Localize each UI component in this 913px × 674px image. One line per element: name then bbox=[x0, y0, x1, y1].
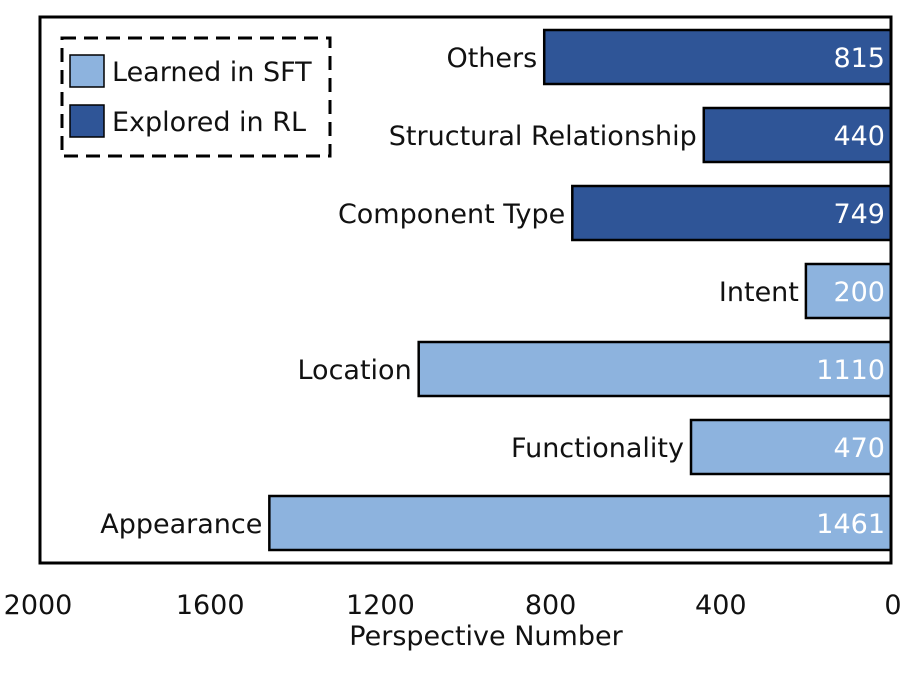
x-tick-label-1600: 1600 bbox=[176, 590, 245, 621]
x-tick-label-1200: 1200 bbox=[346, 590, 415, 621]
plot-frame bbox=[38, 15, 893, 565]
x-tick-label-800: 800 bbox=[525, 590, 577, 621]
bars-layer: 1461 Appearance 470 Functionality 1110 Locati… bbox=[100, 28, 893, 552]
category-label-component-type: Component Type bbox=[338, 199, 565, 230]
legend-label-learned-in-sft: Learned in SFT bbox=[112, 57, 312, 88]
category-label-structural-relationship: Structural Relationship bbox=[389, 121, 697, 152]
bar-location bbox=[417, 340, 893, 398]
value-label-component-type: 749 bbox=[833, 199, 885, 230]
x-tick-label-0: 0 bbox=[884, 590, 901, 621]
legend-swatch-learned-in-sft bbox=[69, 54, 105, 88]
legend-swatch-explored-in-rl bbox=[69, 104, 105, 138]
category-label-functionality: Functionality bbox=[511, 433, 684, 464]
value-label-others: 815 bbox=[833, 43, 885, 74]
legend-label-explored-in-rl: Explored in RL bbox=[112, 107, 306, 138]
bar-others bbox=[542, 28, 893, 86]
category-label-others: Others bbox=[446, 43, 537, 74]
bar-intent bbox=[804, 262, 893, 320]
x-axis-ticks: 2000 1600 1200 800 400 0 bbox=[4, 590, 902, 621]
x-axis-title: Perspective Number bbox=[349, 621, 623, 652]
bar-structural-relationship bbox=[702, 106, 893, 164]
legend: Learned in SFT Explored in RL bbox=[60, 36, 332, 158]
value-label-functionality: 470 bbox=[833, 433, 885, 464]
value-label-structural-relationship: 440 bbox=[833, 121, 885, 152]
value-label-intent: 200 bbox=[833, 277, 885, 308]
bar-appearance bbox=[268, 494, 893, 552]
value-label-appearance: 1461 bbox=[816, 509, 885, 540]
category-label-location: Location bbox=[297, 355, 411, 386]
value-label-location: 1110 bbox=[816, 355, 885, 386]
x-tick-label-2000: 2000 bbox=[4, 590, 73, 621]
x-tick-label-400: 400 bbox=[695, 590, 747, 621]
legend-box bbox=[60, 36, 332, 158]
category-label-intent: Intent bbox=[719, 277, 799, 308]
category-label-appearance: Appearance bbox=[100, 509, 262, 540]
